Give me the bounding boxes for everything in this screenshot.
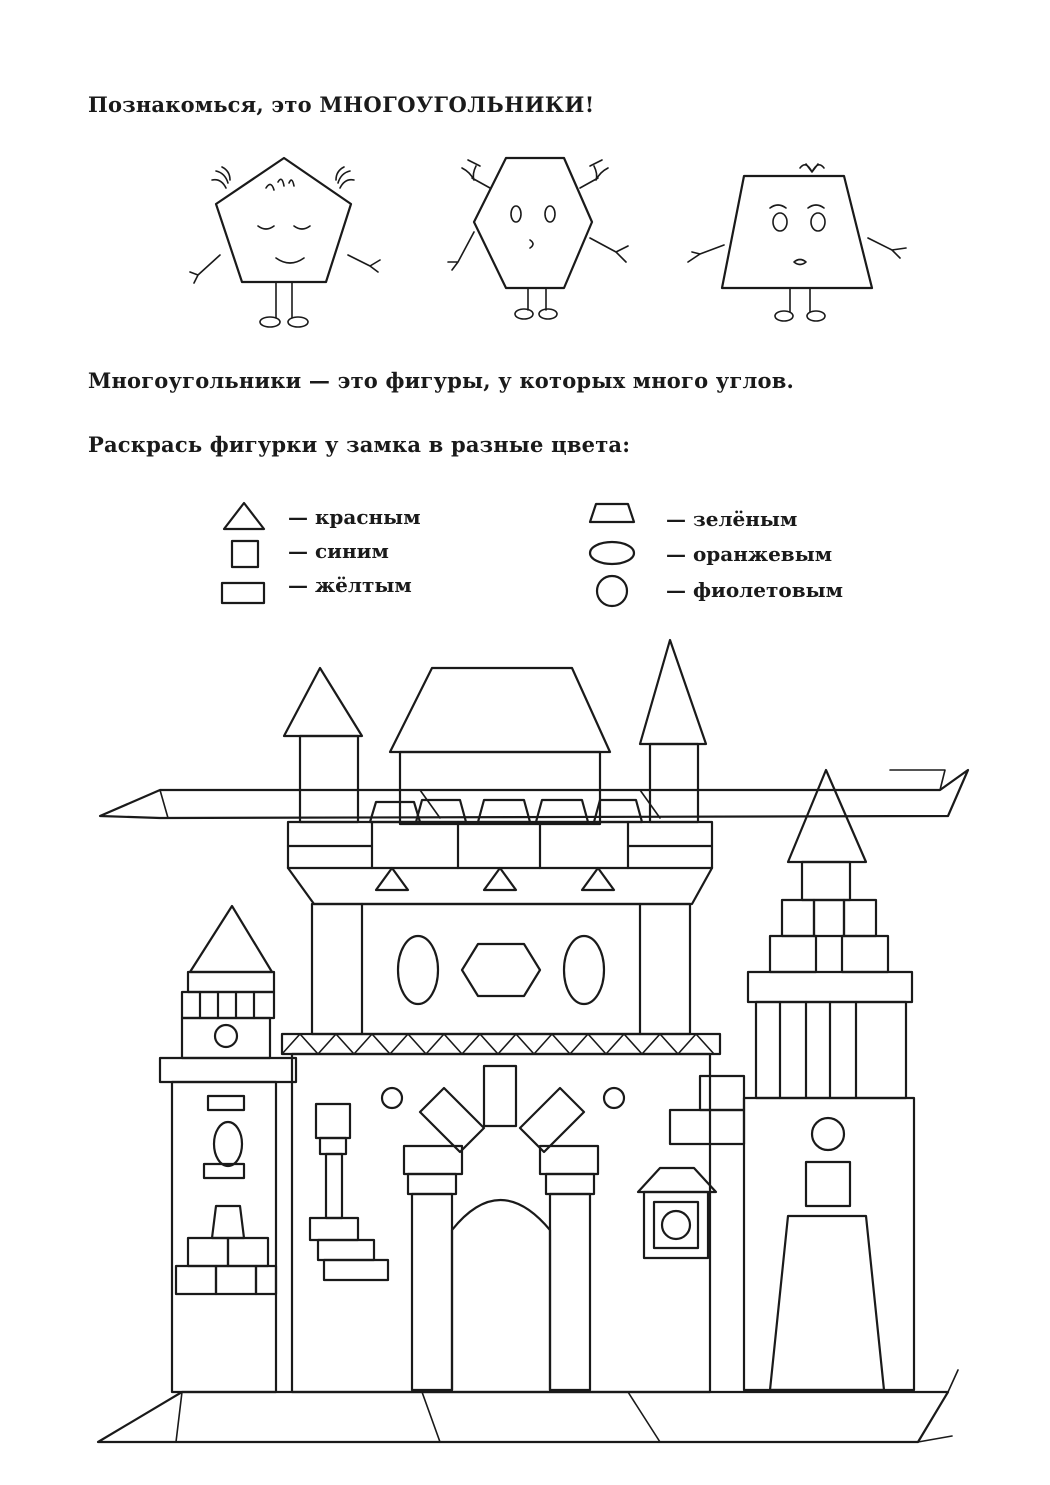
- triangle-icon: [222, 501, 266, 531]
- square-icon: [230, 539, 260, 569]
- legend-label-red: — красным: [288, 505, 421, 529]
- oval-icon: [588, 540, 636, 566]
- castle-hexagon: [460, 942, 542, 998]
- left-spire-roof: [282, 666, 364, 738]
- trapezoid-character-icon: [687, 163, 907, 322]
- rectangle-icon: [220, 581, 266, 605]
- center-trapezoid-roof: [388, 666, 612, 754]
- intro-prefix: Познакомься, это: [88, 92, 320, 117]
- pentagon-character-icon: [189, 156, 381, 328]
- legend-label-violet: — фиолетовым: [666, 578, 844, 602]
- definition-text: Многоугольники — это фигуры, у которых м…: [88, 368, 795, 393]
- intro-emphasis: многоугольники: [319, 92, 585, 117]
- legend-label-green: — зелёным: [666, 507, 798, 531]
- left-tower-roof: [188, 904, 274, 974]
- legend-label-orange: — оранжевым: [666, 542, 833, 566]
- castle-drawing: [98, 638, 970, 1394]
- legend-label-yellow: — жёлтым: [288, 573, 412, 597]
- castle-oval-left: [396, 934, 440, 1006]
- right-spire-roof: [638, 638, 708, 746]
- legend-label-blue: — синим: [288, 539, 389, 563]
- task-text: Раскрась фигурки у замка в разные цвета:: [88, 432, 631, 457]
- intro-suffix: !: [584, 92, 595, 117]
- circle-icon: [595, 574, 629, 608]
- castle-ground: [96, 1390, 950, 1444]
- trapezoid-icon: [588, 502, 636, 524]
- castle-oval-right: [562, 934, 606, 1006]
- intro-heading: Познакомься, это многоугольники!: [88, 92, 594, 117]
- hexagon-character-icon: [447, 156, 629, 320]
- castle-base: [98, 768, 970, 820]
